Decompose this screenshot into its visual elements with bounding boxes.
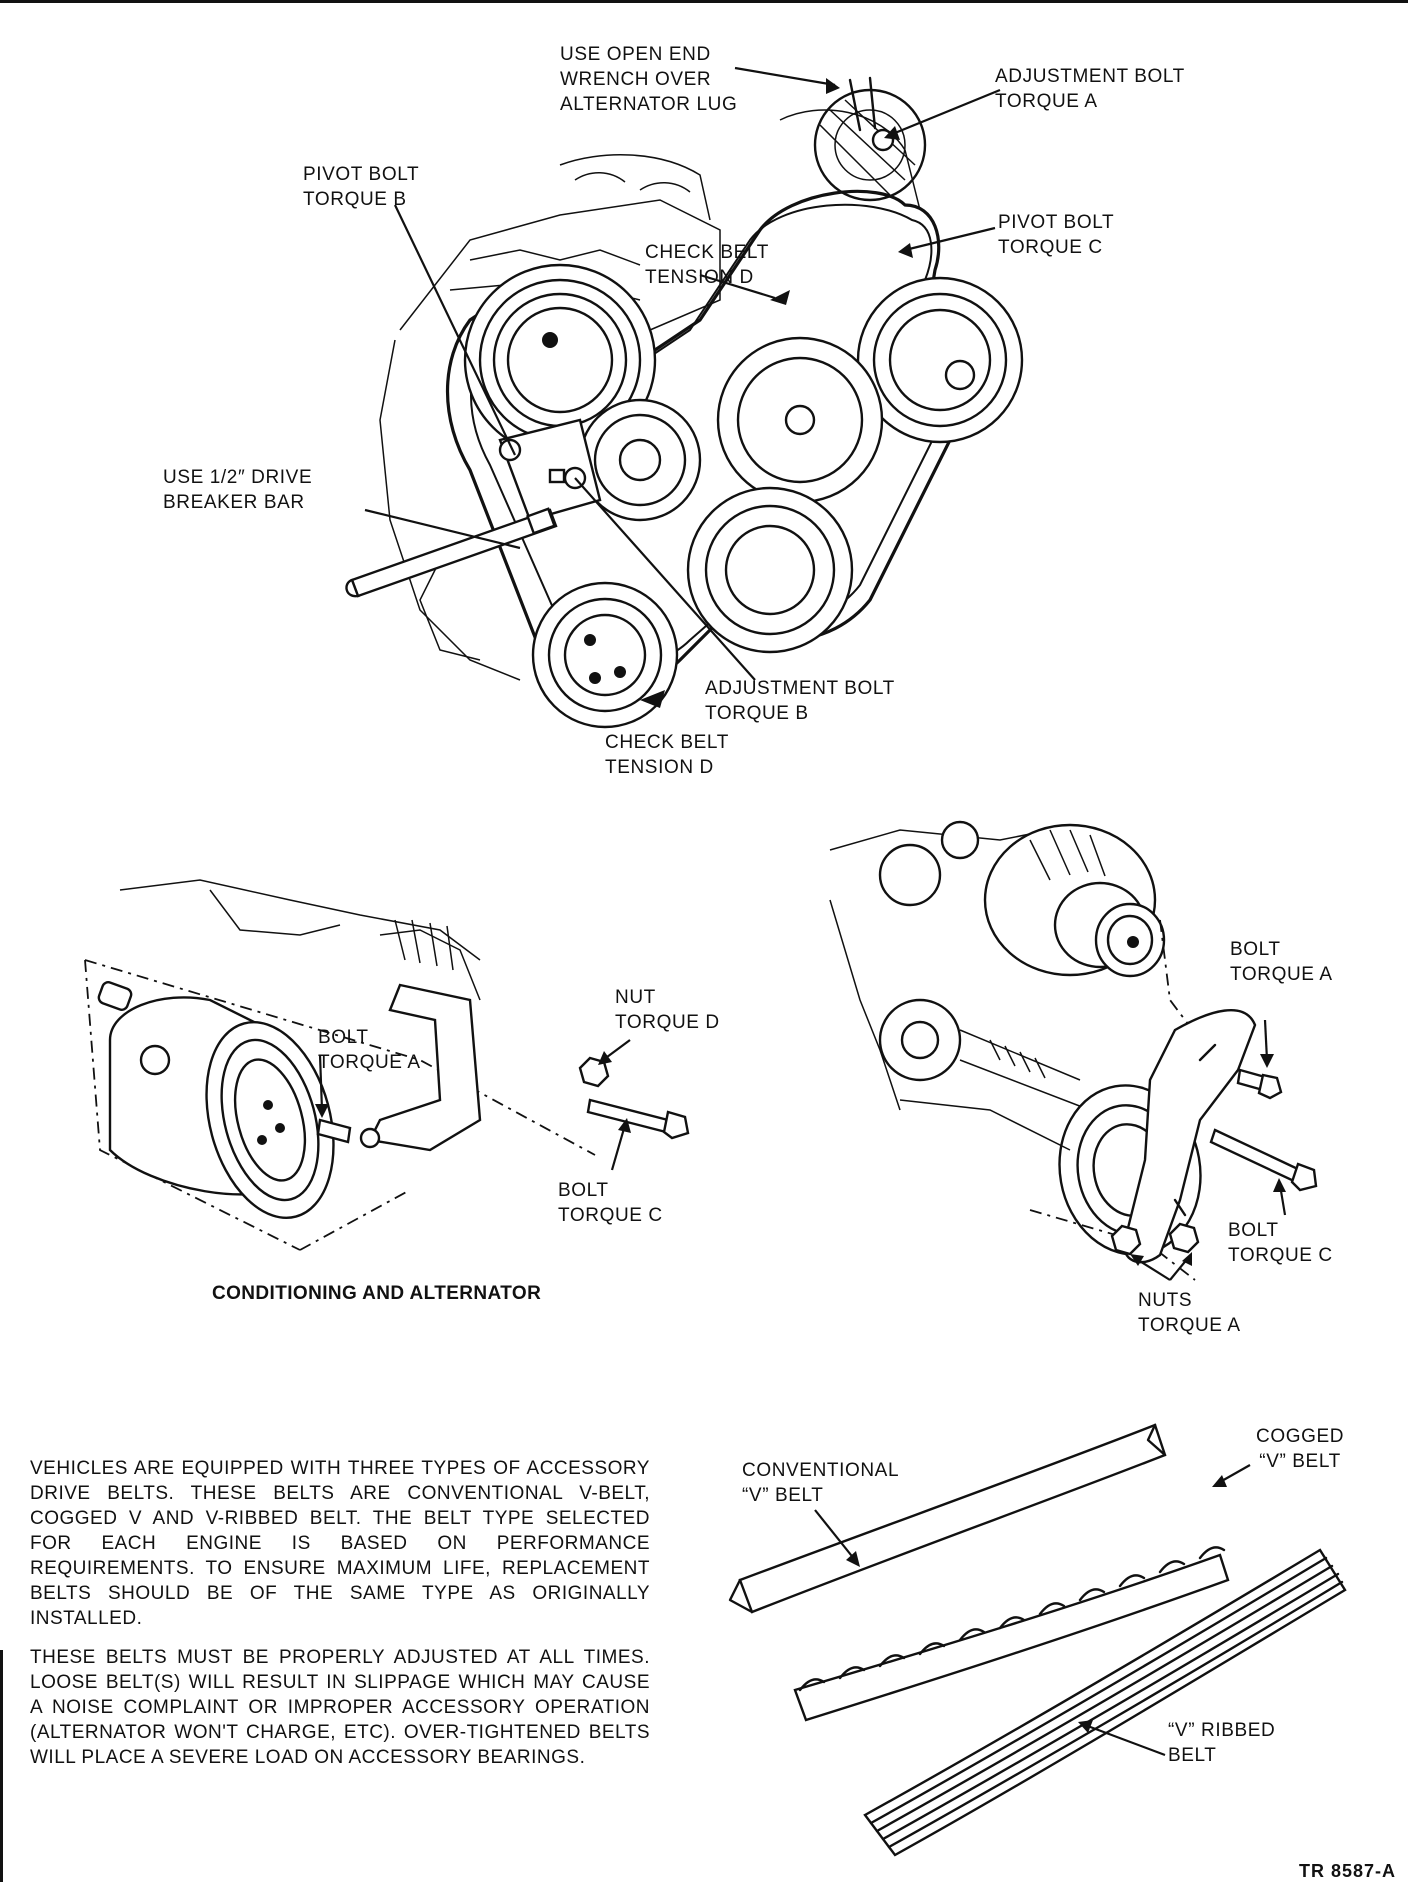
paragraph-belt-adjustment: THESE BELTS MUST BE PROPERLY ADJUSTED AT… xyxy=(30,1647,650,1768)
ac-bolt-torque-a-label: BOLT TORQUE A xyxy=(318,1027,421,1073)
ac-nut-torque-d-label: NUT TORQUE D xyxy=(615,987,720,1033)
alt-bolt-torque-a-label: BOLT TORQUE A xyxy=(1230,939,1333,985)
conventional-v-belt-label: CONVENTIONAL “V” BELT xyxy=(742,1460,900,1506)
breaker-bar-label: USE 1/2″ DRIVE BREAKER BAR xyxy=(163,467,313,513)
bolt-c xyxy=(1209,1128,1302,1184)
ac-compressor-illustration xyxy=(84,879,690,1251)
cogged-v-belt-label: COGGED “V” BELT xyxy=(1256,1426,1345,1472)
ac-bolt-torque-c-label: BOLT TORQUE C xyxy=(558,1180,663,1226)
check-belt-tension-lower-label: CHECK BELT TENSION D xyxy=(605,732,729,778)
alt-bolt-torque-c-label: BOLT TORQUE C xyxy=(1228,1220,1333,1266)
bolt-a-head xyxy=(1257,1073,1283,1100)
page-border-left xyxy=(0,1650,3,1882)
breaker-bar xyxy=(350,508,558,598)
lower-pulley xyxy=(531,581,679,729)
belt-types-illustration xyxy=(728,1423,1347,1857)
pivot-bolt-torque-c-label: PIVOT BOLT TORQUE C xyxy=(998,212,1115,258)
cogged-v-belt xyxy=(793,1553,1230,1722)
belt-description-text: VEHICLES ARE EQUIPPED WITH THREE TYPES O… xyxy=(30,1456,650,1784)
tension-arrow-lower xyxy=(640,690,665,708)
tension-arrow-upper xyxy=(770,290,790,305)
v-ribbed-belt-label: “V” RIBBED BELT xyxy=(1168,1720,1276,1766)
adjustment-bolt-torque-a-label: ADJUSTMENT BOLT TORQUE A xyxy=(995,66,1185,112)
open-end-wrench-label: USE OPEN END WRENCH OVER ALTERNATOR LUG xyxy=(560,44,738,115)
v-ribbed-belt xyxy=(863,1548,1347,1857)
conventional-v-belt xyxy=(738,1423,1167,1614)
page-border xyxy=(0,0,1408,3)
figure-caption: CONDITIONING AND ALTERNATOR xyxy=(212,1283,542,1304)
pivot-bolt-torque-b-label: PIVOT BOLT TORQUE B xyxy=(303,164,420,210)
check-belt-tension-upper-label: CHECK BELT TENSION D xyxy=(645,242,769,288)
paragraph-belt-types: VEHICLES ARE EQUIPPED WITH THREE TYPES O… xyxy=(30,1458,650,1629)
engine-drive-belt-illustration xyxy=(345,66,1024,729)
alternator-body xyxy=(813,88,927,202)
figure-id: TR 8587-A xyxy=(1298,1861,1396,1881)
adjustment-bolt-torque-b-label: ADJUSTMENT BOLT TORQUE B xyxy=(705,678,895,724)
crank-pulley xyxy=(686,486,854,654)
right-pulley xyxy=(856,276,1024,444)
alternator-bracket-illustration xyxy=(829,820,1318,1281)
alt-nuts-torque-a-label: NUTS TORQUE A xyxy=(1138,1290,1241,1336)
